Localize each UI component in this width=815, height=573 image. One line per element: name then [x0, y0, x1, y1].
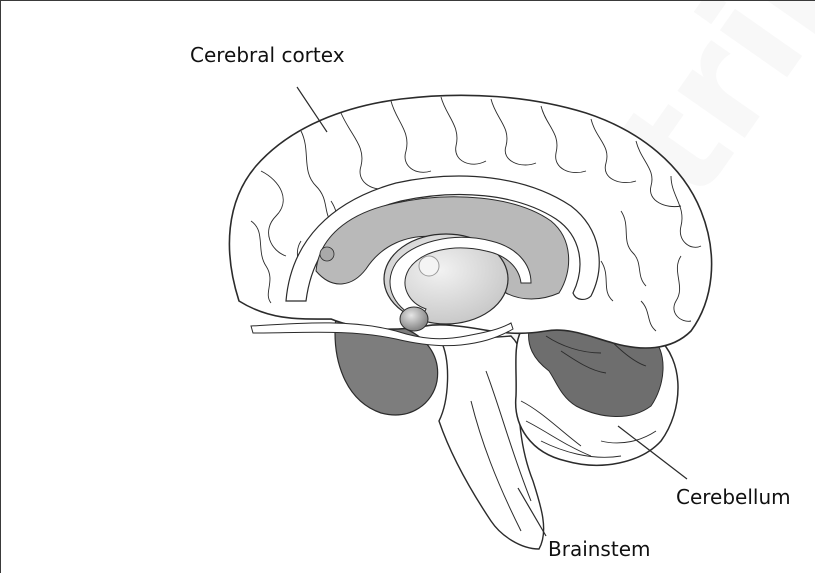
- olfactory-dot: [320, 247, 334, 261]
- label-brainstem: Brainstem: [548, 539, 650, 559]
- thalamus-nucleus: [419, 256, 439, 276]
- label-cerebral-cortex: Cerebral cortex: [190, 45, 345, 65]
- amygdala: [400, 307, 428, 331]
- label-cerebellum: Cerebellum: [676, 487, 791, 507]
